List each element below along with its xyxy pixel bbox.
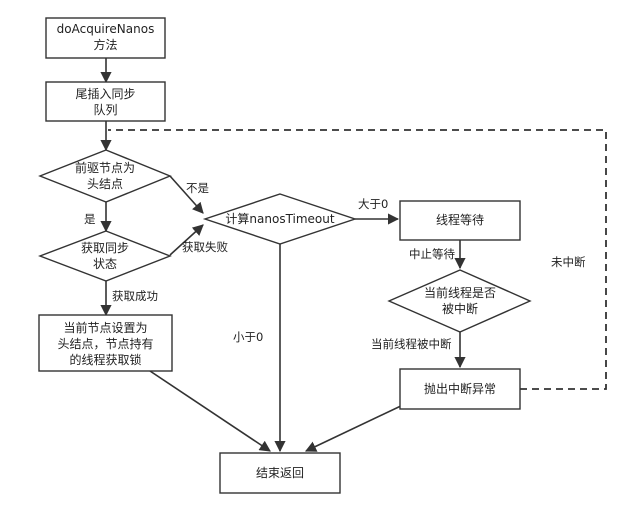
node-set-head: 当前节点设置为 头结点，节点持有 的线程获取锁: [38, 314, 173, 372]
node-calc-timeout-line-1: 计算nanosTimeout: [225, 211, 334, 226]
node-end-line-1: 结束返回: [256, 466, 304, 480]
node-thread-wait-line-1: 线程等待: [436, 212, 484, 227]
node-start-line-1: doAcquireNanos: [57, 22, 155, 36]
node-enqueue-line-2: 队列: [93, 102, 117, 117]
node-pred-is-head-line-1: 前驱节点为: [75, 160, 135, 175]
node-enqueue-line-1: 尾插入同步: [75, 87, 135, 101]
node-try-acquire-line-2: 状态: [93, 257, 117, 271]
node-set-head-line-3: 的线程获取锁: [69, 352, 141, 367]
edge-throw-to-end: [304, 403, 406, 452]
label-less-than-zero: 小于0: [233, 330, 263, 344]
edges: [100, 58, 607, 453]
node-start-line-2: 方法: [93, 37, 117, 52]
node-is-interrupted-line-1: 当前线程是否: [424, 285, 496, 300]
node-try-acquire-line-1: 获取同步: [81, 241, 129, 255]
edge-labels: 不是 是 获取失败 获取成功 小于0 大于0 中止等待 当前线程被中断 未中断: [84, 181, 586, 351]
node-calc-timeout: 计算nanosTimeout: [202, 193, 358, 245]
node-thread-wait: 线程等待: [399, 200, 521, 241]
node-try-acquire: 获取同步 状态: [38, 230, 172, 282]
node-pred-is-head-line-2: 头结点: [87, 177, 123, 191]
label-wait-stopped: 中止等待: [409, 247, 455, 261]
node-pred-is-head: 前驱节点为 头结点: [38, 149, 172, 203]
label-thread-interrupted: 当前线程被中断: [371, 337, 452, 351]
node-end: 结束返回: [219, 452, 341, 494]
label-acquire-success: 获取成功: [112, 289, 158, 303]
node-set-head-line-1: 当前节点设置为: [63, 320, 147, 335]
node-enqueue: 尾插入同步 队列: [45, 81, 166, 122]
label-acquire-failed: 获取失败: [182, 240, 228, 254]
label-greater-than-zero: 大于0: [358, 197, 388, 211]
edge-sethead-to-end: [149, 370, 271, 452]
label-not-interrupted: 未中断: [551, 255, 586, 269]
label-not-head: 不是: [186, 181, 209, 195]
node-is-interrupted-line-2: 被中断: [442, 301, 478, 316]
node-is-interrupted: 当前线程是否 被中断: [387, 269, 532, 333]
label-is-head: 是: [84, 212, 96, 226]
edge-not-interrupted-loop: [108, 129, 607, 390]
node-throw-exception: 抛出中断异常: [399, 368, 521, 410]
node-throw-exception-line-1: 抛出中断异常: [424, 381, 496, 396]
node-start: doAcquireNanos 方法: [45, 17, 166, 59]
edge-acquire-fail-to-timeout: [169, 224, 204, 256]
edge-pred-no-to-timeout: [169, 175, 204, 214]
node-set-head-line-2: 头结点，节点持有: [57, 336, 153, 351]
